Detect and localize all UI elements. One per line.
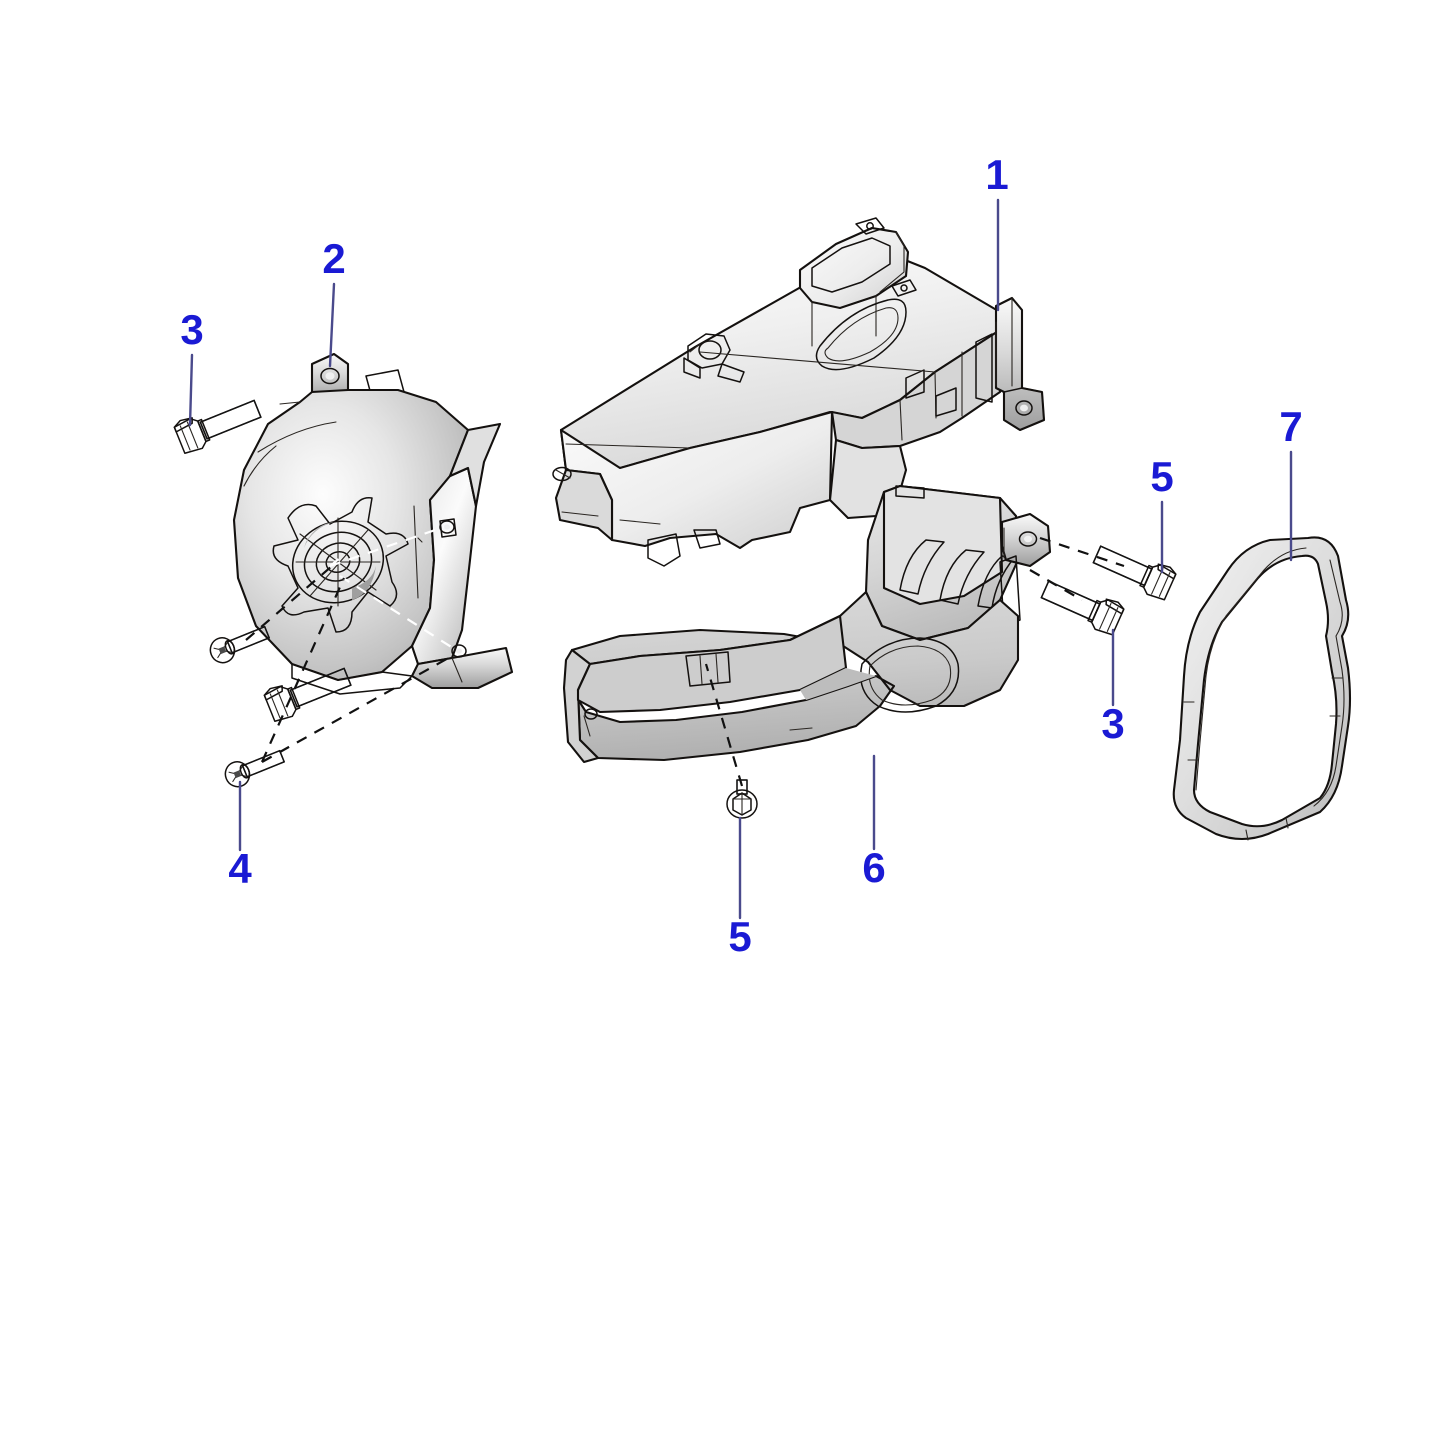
callout-3-right[interactable]: 3: [1101, 628, 1125, 747]
callout-number-5-right[interactable]: 5: [1150, 453, 1173, 500]
callout-number-5-bottom[interactable]: 5: [728, 913, 751, 960]
fastener-bolt-5-right[interactable]: [1091, 538, 1178, 602]
part-6-bolt-tab: [685, 651, 731, 687]
part-2-boss-lower: [451, 644, 467, 658]
fastener-bolt-3-right[interactable]: [1039, 573, 1126, 637]
callout-number-6[interactable]: 6: [862, 844, 885, 891]
callout-1[interactable]: 1: [985, 151, 1009, 312]
callout-4[interactable]: 4: [228, 780, 252, 892]
part-6-bracket-tab: [999, 512, 1052, 627]
callout-2[interactable]: 2: [322, 235, 346, 368]
callout-number-4[interactable]: 4: [228, 845, 252, 892]
leader-line-2: [328, 282, 336, 368]
fastener-bolt-5-bottom[interactable]: [726, 779, 758, 819]
leader-line-3-left: [188, 353, 194, 427]
callout-number-2[interactable]: 2: [322, 235, 345, 282]
callout-6[interactable]: 6: [862, 754, 886, 891]
callout-3-left[interactable]: 3: [180, 306, 204, 427]
callout-layer: 1 2 3 4 5 6 3 5 7: [180, 151, 1302, 960]
wire-clip-boss: [683, 333, 745, 383]
assembly-guide-lines: [245, 525, 1125, 787]
callout-number-7[interactable]: 7: [1279, 403, 1302, 450]
part-7-shroud-seal-gasket[interactable]: [1172, 536, 1352, 841]
fastener-screw-4-lower[interactable]: [222, 745, 287, 791]
callout-5-right[interactable]: 5: [1150, 453, 1174, 574]
callout-number-3-left[interactable]: 3: [180, 306, 203, 353]
part-2-boss-upper: [439, 518, 457, 538]
callout-7[interactable]: 7: [1279, 403, 1303, 562]
fastener-bolt-3-middle[interactable]: [263, 660, 354, 723]
part-1-mounting-bracket: [975, 296, 1046, 432]
part-1-upper-fan-shroud[interactable]: [552, 217, 1046, 567]
part-2-fan-cover[interactable]: [232, 352, 514, 695]
callout-number-3-right[interactable]: 3: [1101, 700, 1124, 747]
callout-number-1[interactable]: 1: [985, 151, 1008, 198]
part-6-lower-duct-cover[interactable]: [562, 484, 1052, 764]
fastener-screw-4-upper[interactable]: [207, 621, 272, 667]
part-1-left-pivot-boss: [552, 466, 572, 482]
callout-5-bottom[interactable]: 5: [728, 816, 752, 960]
fastener-bolt-3-left[interactable]: [173, 392, 264, 455]
